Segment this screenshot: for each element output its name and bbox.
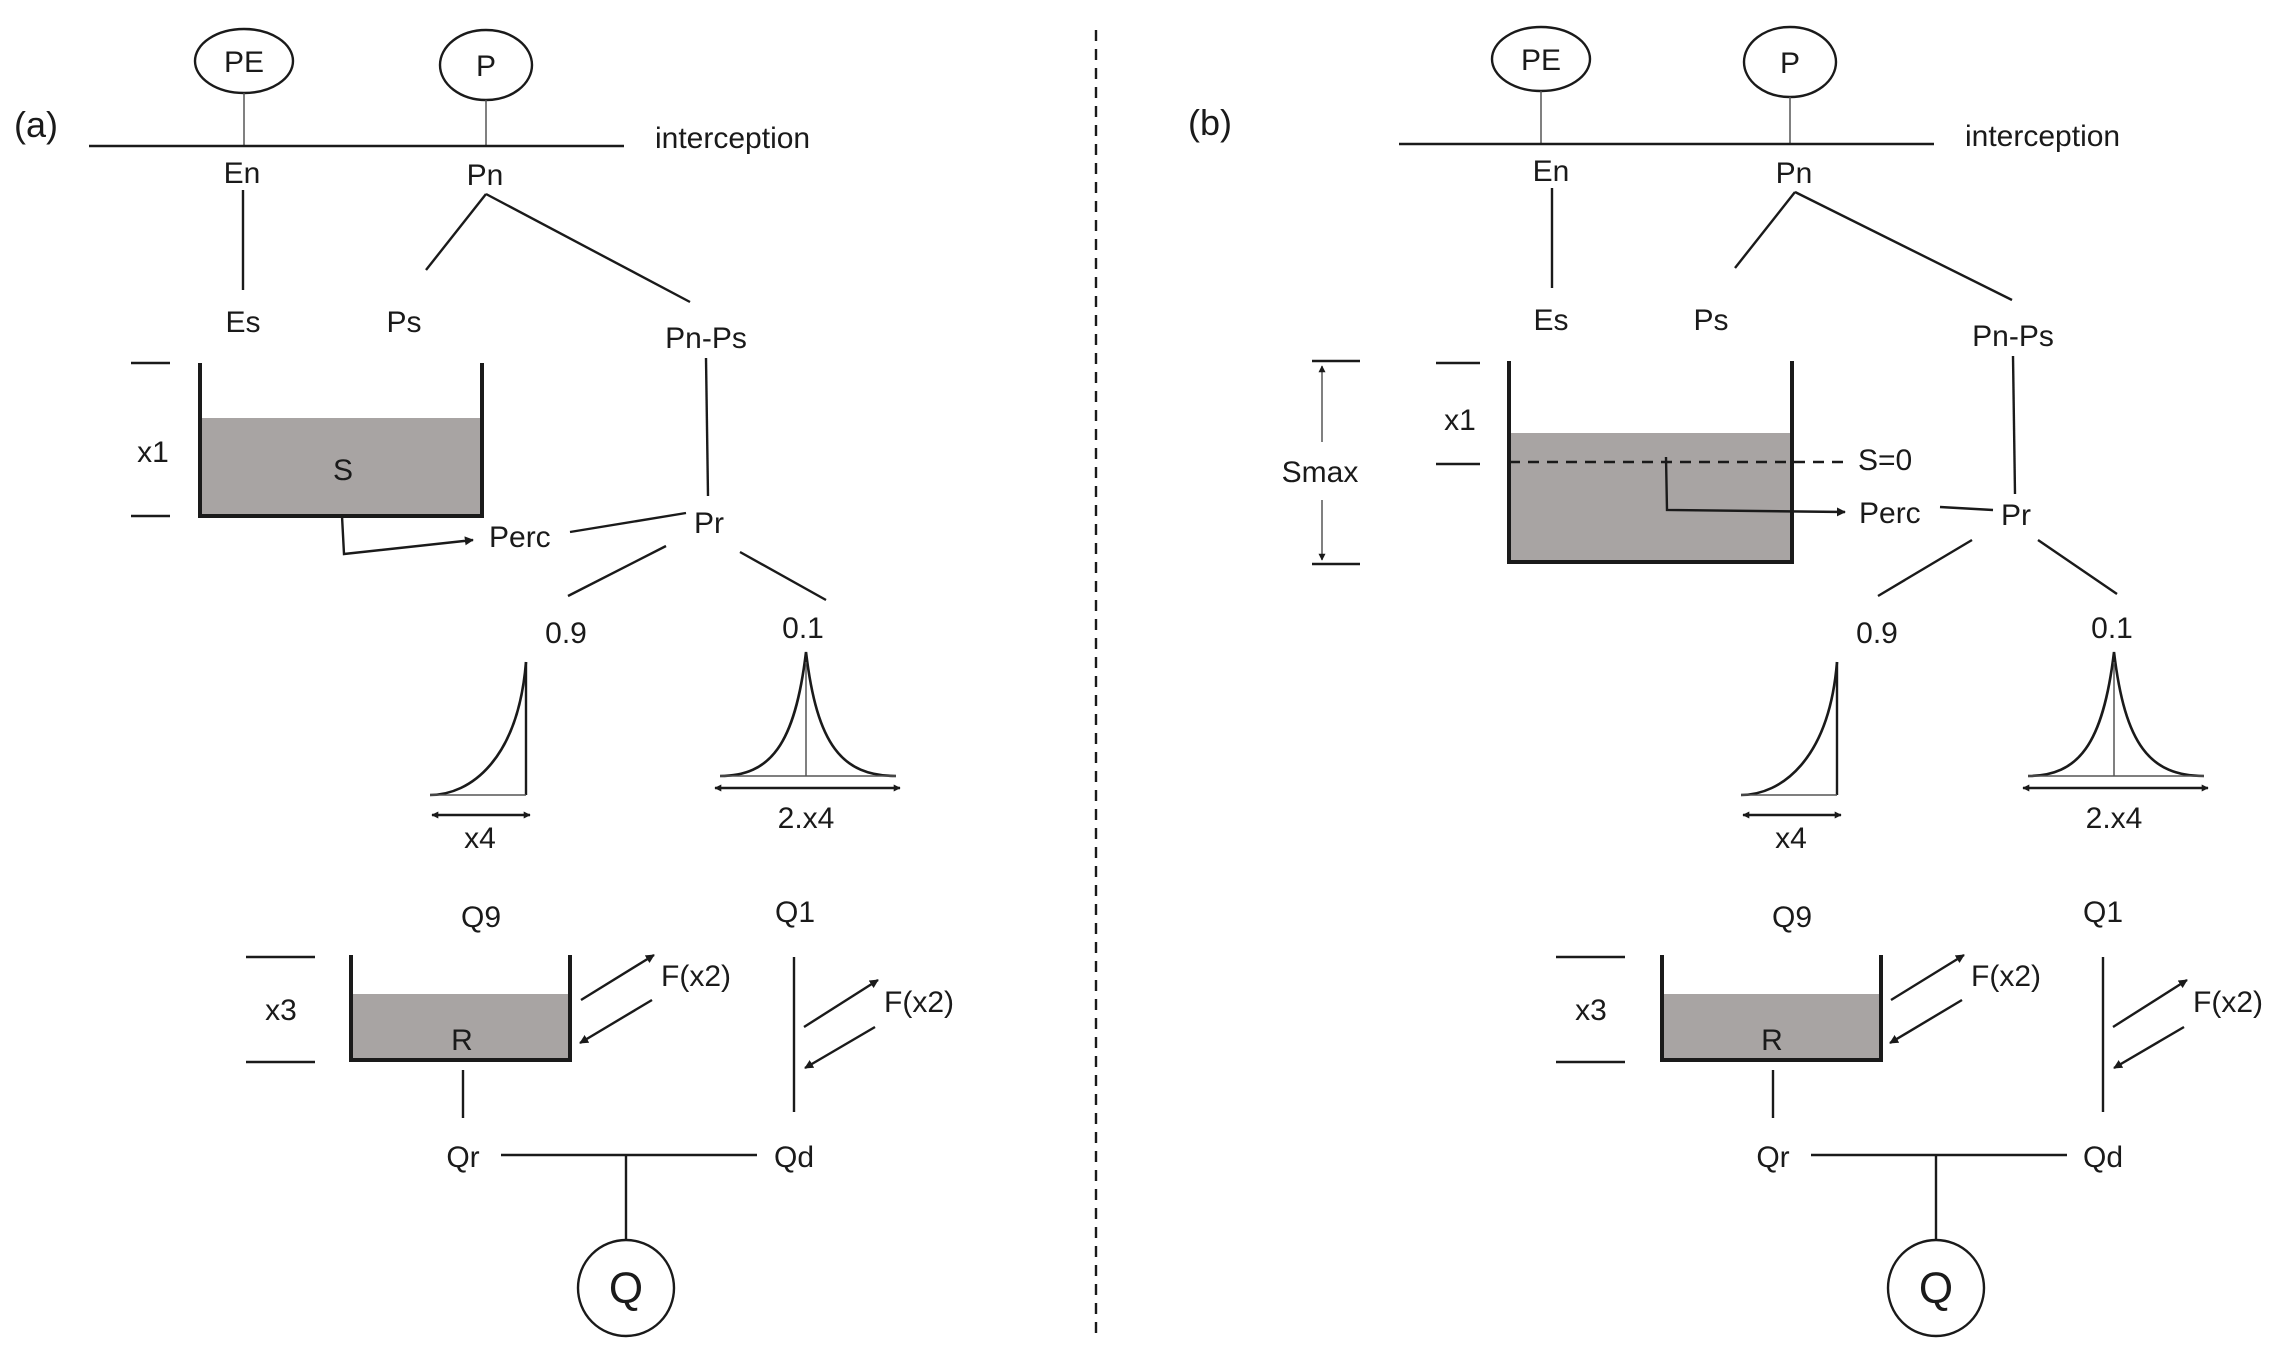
- exchange-out-arrow-1: [1890, 953, 1965, 1002]
- production-store-water: [1509, 433, 1792, 562]
- qr-label: Qr: [1756, 1141, 1789, 1174]
- unit-hydrograph-2: 2.x4: [2022, 651, 2209, 835]
- pn-netrain-link: [1794, 190, 2013, 302]
- split-left-label: 0.9: [1856, 617, 1898, 650]
- exchange-label-1: F(x2): [1971, 960, 2041, 993]
- es-label: Es: [225, 306, 260, 339]
- panel-label: (b): [1188, 102, 1232, 143]
- panel-a: (a) PE P interception En Pn Es Ps Pn-Ps …: [14, 27, 954, 1338]
- exchange-out-arrow-2: [803, 978, 879, 1029]
- pn-ps-link: [425, 193, 487, 271]
- interception-label: interception: [655, 122, 810, 155]
- es-label: Es: [1533, 304, 1568, 337]
- uh2-base-label: 2.x4: [2086, 802, 2143, 835]
- en-label: En: [1533, 155, 1570, 188]
- production-store-water: [200, 418, 482, 516]
- perc-pr-link: [569, 511, 687, 534]
- unit-hydrograph-1: x4: [1740, 661, 1842, 855]
- uh2-base-label: 2.x4: [778, 802, 835, 835]
- pr-label: Pr: [2001, 499, 2031, 532]
- exchange-label-1: F(x2): [661, 960, 731, 993]
- store-height-label: x1: [1444, 404, 1476, 437]
- exchange-label-2: F(x2): [2193, 986, 2263, 1019]
- production-store: [198, 363, 484, 518]
- pr-label: Pr: [694, 507, 724, 540]
- exchange-in-arrow-2: [804, 1025, 876, 1070]
- exchange-in-arrow-2: [2113, 1025, 2185, 1070]
- split-right-label: 0.1: [782, 612, 824, 645]
- pn-label: Pn: [1776, 157, 1813, 190]
- qr-label: Qr: [446, 1141, 479, 1174]
- store-height-label: x1: [137, 436, 169, 469]
- pr-split-left-link: [567, 544, 667, 598]
- exchange-in-arrow-1: [579, 998, 653, 1045]
- pr-split-right-link: [2037, 539, 2118, 595]
- pe-label: PE: [1521, 44, 1561, 77]
- routing-name-label: R: [451, 1024, 473, 1057]
- q1-label: Q1: [2083, 896, 2123, 929]
- exchange-in-arrow-1: [1889, 998, 1963, 1045]
- p-label: P: [476, 50, 496, 83]
- split-left-label: 0.9: [545, 617, 587, 650]
- pn-netrain-link: [485, 192, 691, 304]
- uh1-base-label: x4: [464, 822, 496, 855]
- routing-height-label: x3: [1575, 994, 1607, 1027]
- ps-label: Ps: [1693, 304, 1728, 337]
- pr-split-left-link: [1877, 538, 1973, 598]
- pn-label: Pn: [467, 159, 504, 192]
- unit-hydrograph-2: 2.x4: [714, 651, 901, 835]
- pn-ps-link: [1734, 191, 1796, 269]
- panel-label: (a): [14, 104, 58, 145]
- q-label: Q: [609, 1264, 643, 1313]
- perc-arrow: [340, 515, 474, 556]
- q9-label: Q9: [461, 901, 501, 934]
- q-label: Q: [1919, 1264, 1953, 1313]
- perc-pr-link: [1939, 505, 1994, 512]
- q9-label: Q9: [1772, 901, 1812, 934]
- routing-height-label: x3: [265, 994, 297, 1027]
- pr-split-right-link: [739, 550, 827, 602]
- store-name-label: S: [333, 454, 353, 487]
- panel-b: (b) PE P interception En Pn Es Ps Pn-Ps …: [1188, 25, 2263, 1338]
- s-zero-label: S=0: [1858, 444, 1912, 477]
- perc-label: Perc: [1859, 497, 1921, 530]
- q1-label: Q1: [775, 896, 815, 929]
- interception-label: interception: [1965, 120, 2120, 153]
- routing-store-water: [1662, 994, 1881, 1060]
- smax-label: Smax: [1282, 456, 1359, 489]
- perc-label: Perc: [489, 521, 551, 554]
- qd-label: Qd: [2083, 1141, 2123, 1174]
- q-node: [576, 1238, 676, 1338]
- netrain-pr-link: [2011, 355, 2017, 495]
- exchange-out-arrow-2: [2112, 978, 2188, 1029]
- exchange-out-arrow-1: [580, 953, 655, 1002]
- q-node: [1886, 1238, 1986, 1338]
- en-label: En: [224, 157, 261, 190]
- uh1-base-label: x4: [1775, 822, 1807, 855]
- exchange-label-2: F(x2): [884, 986, 954, 1019]
- split-right-label: 0.1: [2091, 612, 2133, 645]
- routing-store: [349, 955, 572, 1062]
- netrain-pr-link: [704, 357, 710, 497]
- pe-label: PE: [224, 46, 264, 79]
- routing-name-label: R: [1761, 1024, 1783, 1057]
- routing-store: [1660, 955, 1883, 1062]
- qd-label: Qd: [774, 1141, 814, 1174]
- ps-label: Ps: [386, 306, 421, 339]
- p-label: P: [1780, 47, 1800, 80]
- pn-ps-label: Pn-Ps: [665, 322, 747, 355]
- unit-hydrograph-1: x4: [429, 661, 531, 855]
- routing-store-water: [351, 994, 570, 1060]
- pn-ps-label: Pn-Ps: [1972, 320, 2054, 353]
- perc-arrow: [1664, 456, 1846, 517]
